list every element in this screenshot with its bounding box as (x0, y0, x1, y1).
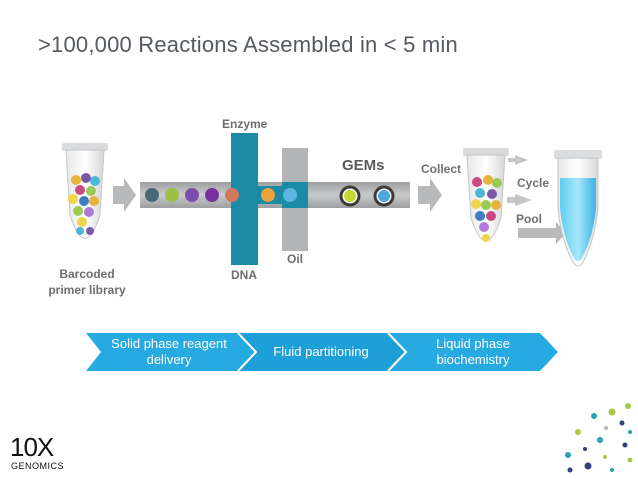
arrow-icon (113, 178, 136, 212)
dot-pattern-icon (565, 403, 633, 473)
enzyme-label: Enzyme (222, 117, 268, 131)
step-chevron-3 (388, 333, 558, 371)
dna-label: DNA (231, 268, 257, 282)
collect-label: Collect (421, 162, 462, 176)
page-title: >100,000 Reactions Assembled in < 5 min (38, 32, 458, 57)
step-label-1: Solid phase reagent delivery (111, 336, 227, 367)
library-label: Barcoded primer library (48, 267, 126, 297)
step-label-3: Liquid phase biochemistry (436, 336, 510, 367)
step-chevron-2 (238, 333, 406, 371)
product-tube-icon (554, 150, 602, 267)
droplet-icon (339, 185, 395, 207)
arrow-icon (508, 155, 528, 165)
step-chevron-1 (86, 333, 256, 371)
logo-text: GENOMICS (11, 461, 65, 471)
library-tube-icon (62, 143, 108, 239)
pool-label: Pool (516, 212, 542, 226)
logo-mark: 10X (10, 432, 54, 462)
oil-label: Oil (287, 252, 304, 266)
collected-tube-icon (463, 148, 509, 242)
cycle-label: Cycle (517, 176, 550, 190)
step-label-2: Fluid partitioning (273, 344, 369, 359)
gems-label: GEMs (342, 157, 385, 174)
